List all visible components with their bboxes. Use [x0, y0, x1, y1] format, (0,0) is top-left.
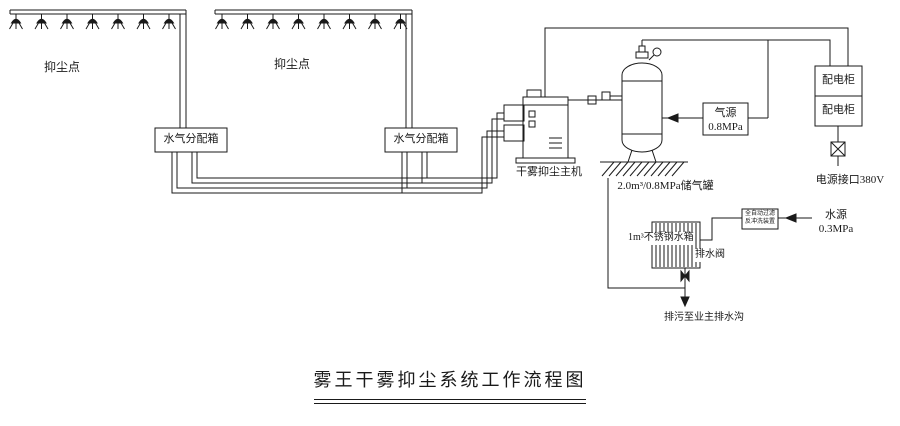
drain-piping — [607, 178, 690, 308]
drain-valve-icon — [684, 269, 690, 283]
main-unit-cabinet — [515, 89, 576, 164]
distribution-box-left — [154, 127, 228, 153]
cabinet-label-1: 配电柜 — [822, 74, 855, 86]
unit-tank-pipe — [568, 95, 622, 105]
filter-label: 全自动过滤 反冲洗装置 — [742, 211, 778, 227]
water-supply-run — [700, 208, 812, 241]
filter-box — [741, 208, 779, 230]
drain-valve-icon — [680, 269, 686, 283]
dust-point-label-left: 抑尘点 — [44, 60, 81, 74]
flow-arrow-down-icon — [680, 296, 690, 308]
water-source-pressure: 0.3MPa — [818, 222, 854, 235]
air-source-run — [662, 102, 768, 136]
spray-header-pipe-right — [214, 9, 413, 128]
water-tank-label: 1m³不锈钢水箱 — [627, 232, 695, 245]
power-cabinets — [814, 65, 863, 166]
power-port-label: 电源接口380V — [815, 174, 885, 186]
title-underline — [314, 399, 586, 404]
pipe-bundle — [171, 104, 525, 194]
water-source-name: 水源 — [825, 209, 847, 221]
drain-valve-label: 排水阀 — [694, 249, 726, 262]
spray-header-pipe-left — [9, 9, 187, 128]
distribution-box-right — [384, 127, 458, 153]
power-cables — [544, 27, 849, 118]
filter-label-line2: 反冲洗装置 — [744, 218, 775, 225]
air-source-pressure: 0.8MPa — [708, 120, 743, 133]
filter-label-line1: 全自动过滤 — [744, 211, 775, 217]
air-source-name: 气源 — [714, 107, 737, 119]
dust-point-label-right: 抑尘点 — [274, 57, 311, 71]
main-unit-label: 干雾抑尘主机 — [516, 166, 582, 178]
water-tank-ribs — [655, 223, 697, 267]
flow-arrow-left-icon — [784, 213, 797, 223]
flow-arrow-left-icon — [666, 113, 679, 123]
water-tank — [651, 221, 701, 269]
distribution-box-label-right: 水气分配箱 — [393, 133, 449, 145]
air-source-label: 气源 0.8MPa — [703, 107, 748, 135]
air-source-box — [702, 102, 749, 136]
drain-note-label: 排污至业主排水沟 — [664, 312, 744, 323]
cabinet-label-2: 配电柜 — [822, 104, 855, 116]
air-storage-tank — [600, 45, 688, 163]
distribution-box-label-left: 水气分配箱 — [163, 133, 219, 145]
foundation-hatch — [601, 161, 685, 177]
pressure-gauge-icon — [652, 47, 662, 57]
air-tank-label: 2.0m³/0.8MPa储气罐 — [617, 180, 714, 192]
spray-nozzles-left — [9, 14, 176, 30]
water-source-label: 水源 0.3MPa — [798, 209, 874, 237]
spray-nozzles-right — [215, 14, 408, 30]
diagram-title: 雾王干雾抑尘系统工作流程图 — [313, 370, 587, 390]
